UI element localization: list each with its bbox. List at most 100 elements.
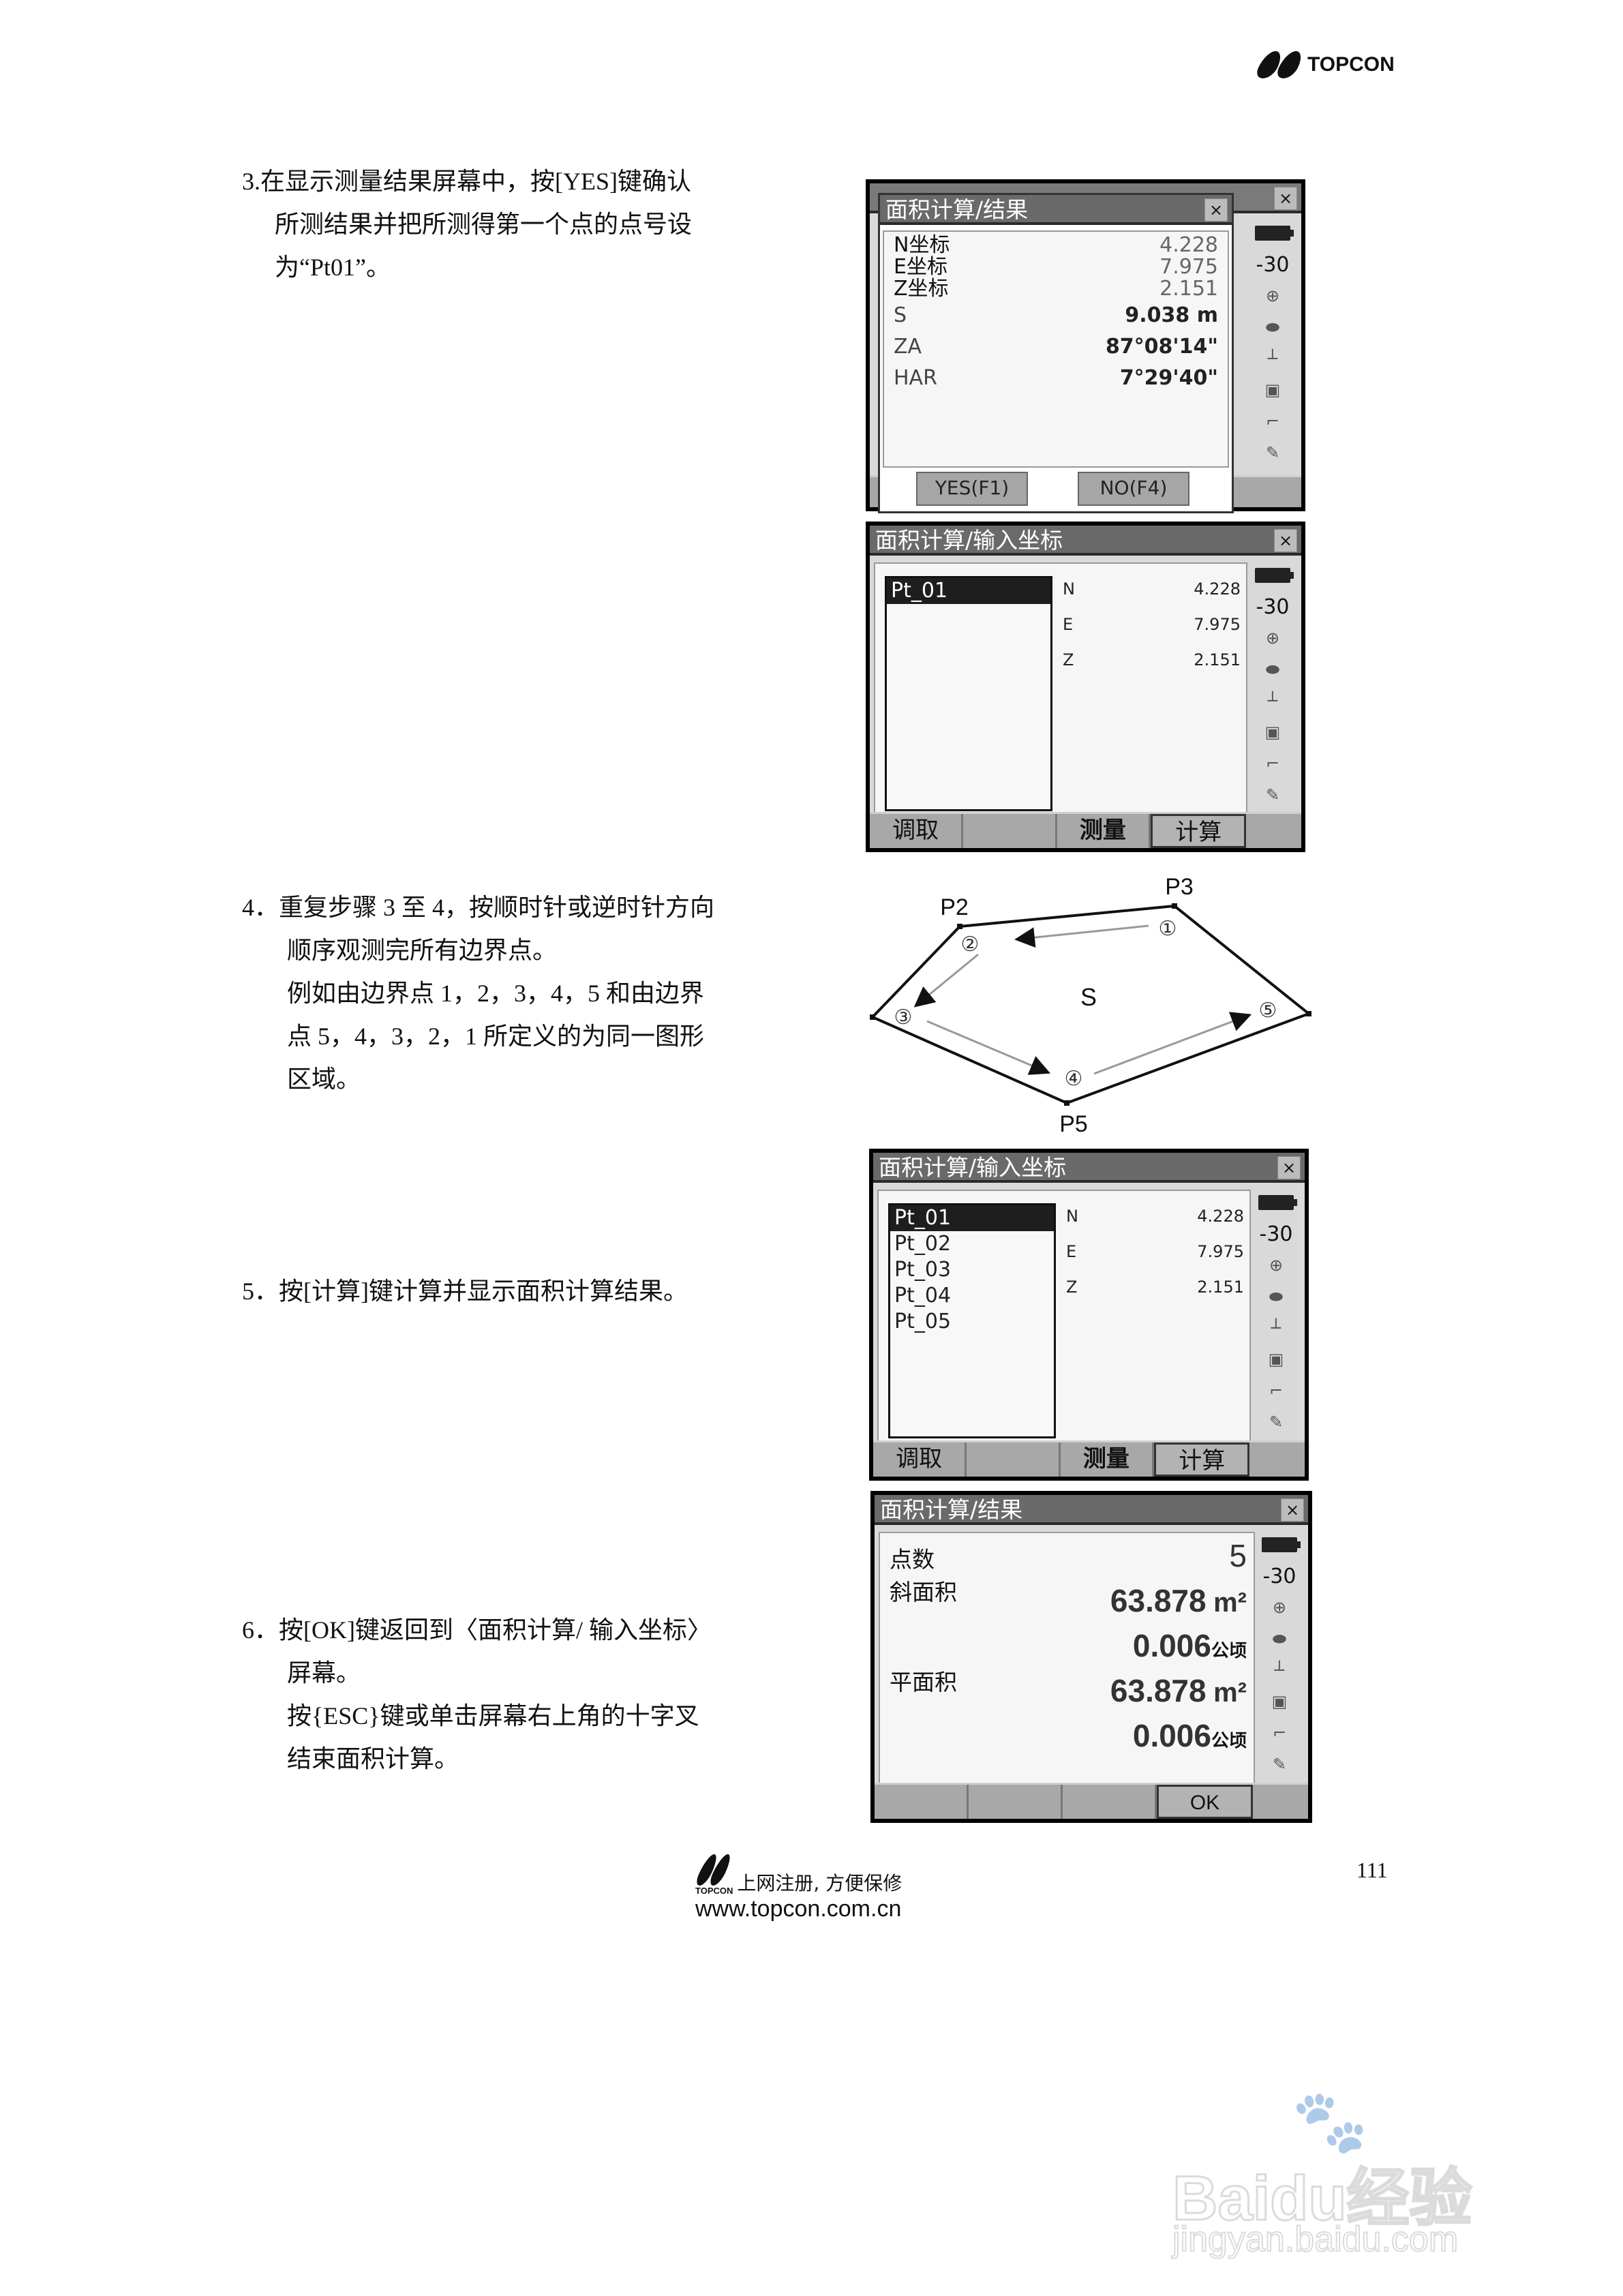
baidu-watermark: 🐾 Baidu经验 jingyan.baidu.com bbox=[1152, 2052, 1534, 2260]
list-item[interactable]: Pt_03 bbox=[894, 1258, 952, 1282]
softkey-empty[interactable] bbox=[1253, 1785, 1308, 1819]
plane-area-ha-row: 0.006公顷 bbox=[1132, 1718, 1247, 1753]
pen-icon[interactable]: ✎ bbox=[1269, 1413, 1284, 1432]
instrument-icon: ▣ bbox=[1264, 723, 1281, 742]
instrument-icon: ▣ bbox=[1264, 380, 1281, 399]
step-6-text: 6．按[OK]键返回到〈面积计算/ 输入坐标〉 屏幕。 按{ESC}键或单击屏幕… bbox=[242, 1616, 712, 1772]
measure-button[interactable]: 测量 bbox=[1061, 1442, 1155, 1477]
softkeys: 调取 测量 计算 bbox=[873, 1440, 1305, 1477]
base-close-button[interactable]: × bbox=[1274, 187, 1297, 210]
battery-icon bbox=[1262, 1537, 1301, 1552]
screen-area-result: 面积计算/结果 × 点数 5 斜面积 63.878 m² 0.006公顷 平面积… bbox=[870, 1491, 1312, 1823]
softkey-empty[interactable] bbox=[1063, 1785, 1157, 1819]
titlebar: 面积计算/结果 × bbox=[875, 1495, 1308, 1525]
measure-button[interactable]: 测量 bbox=[1057, 814, 1151, 848]
softkey-empty[interactable] bbox=[1249, 1442, 1305, 1477]
screen-title: 面积计算/输入坐标 bbox=[879, 1154, 1067, 1181]
dialog-close-button[interactable]: × bbox=[1204, 198, 1228, 222]
pen-icon[interactable]: ✎ bbox=[1265, 443, 1280, 462]
dialog-titlebar: 面积计算/结果 × bbox=[880, 195, 1232, 225]
prism-constant-icon: -30 bbox=[1262, 1564, 1296, 1588]
input-mode-icon: ⌐ bbox=[1272, 1723, 1287, 1742]
screen-input-coords-5: 面积计算/输入坐标 × Pt_01 Pt_02 Pt_03 Pt_04 Pt_0… bbox=[869, 1149, 1309, 1481]
calculate-button[interactable]: 计算 bbox=[1154, 1442, 1250, 1477]
no-button[interactable]: NO(F4) bbox=[1078, 472, 1189, 506]
softkey-empty[interactable] bbox=[969, 1785, 1063, 1819]
svg-text:③: ③ bbox=[894, 1006, 913, 1029]
yes-button[interactable]: YES(F1) bbox=[916, 472, 1028, 506]
label-p3: P3 bbox=[1165, 874, 1194, 900]
target-ellipse-icon: ⬬ bbox=[1265, 660, 1280, 679]
svg-text:①: ① bbox=[1159, 917, 1177, 941]
crosshair-icon: ⊕ bbox=[1265, 286, 1280, 305]
close-button[interactable]: × bbox=[1281, 1498, 1304, 1522]
slope-area-ha-row: 0.006公顷 bbox=[1132, 1628, 1247, 1663]
tilt-icon: ┴ bbox=[1271, 1318, 1281, 1338]
svg-text:②: ② bbox=[961, 933, 980, 956]
titlebar: 面积计算/输入坐标 × bbox=[870, 526, 1301, 556]
area-polygon-diagram: ① ② ③ ④ ⑤ P2 P3 P5 S bbox=[869, 866, 1319, 1138]
svg-text:④: ④ bbox=[1065, 1067, 1083, 1091]
list-item[interactable]: Pt_01 bbox=[890, 1205, 1054, 1231]
topcon-logo-icon bbox=[693, 1854, 734, 1886]
footer-logo: TOPCON 上网注册, 方便保修 www.topcon.com.cn bbox=[693, 1854, 941, 1943]
screen-title: 面积计算/结果 bbox=[880, 1496, 1023, 1523]
status-sidebar: -30 ⊕ ⬬ ┴ ▣ ⌐ ✎ bbox=[1250, 1188, 1302, 1436]
area-label: S bbox=[1080, 983, 1097, 1011]
step-4-text: 4．重复步骤 3 至 4，按顺时针或逆时针方向 顺序观测完所有边界点。 例如由边… bbox=[242, 894, 715, 1093]
input-mode-icon: ⌐ bbox=[1265, 754, 1280, 773]
titlebar: 面积计算/输入坐标 × bbox=[873, 1153, 1305, 1183]
label-p2: P2 bbox=[940, 894, 969, 920]
softkey-empty[interactable] bbox=[875, 1785, 969, 1819]
content-panel: 点数 5 斜面积 63.878 m² 0.006公顷 平面积 63.878 m²… bbox=[879, 1532, 1255, 1784]
softkey-empty[interactable] bbox=[963, 814, 1057, 848]
target-ellipse-icon: ⬬ bbox=[1265, 318, 1280, 337]
ok-button[interactable]: OK bbox=[1157, 1785, 1253, 1819]
battery-icon bbox=[1258, 1195, 1297, 1210]
close-button[interactable]: × bbox=[1274, 529, 1297, 552]
prism-constant-icon: -30 bbox=[1259, 1222, 1293, 1246]
step-5-text: 5．按[计算]键计算并显示面积计算结果。 bbox=[242, 1278, 688, 1305]
footer-url[interactable]: www.topcon.com.cn bbox=[695, 1896, 902, 1922]
close-button[interactable]: × bbox=[1277, 1156, 1301, 1179]
recall-button[interactable]: 调取 bbox=[873, 1442, 967, 1477]
list-item[interactable]: Pt_02 bbox=[894, 1232, 952, 1256]
list-item[interactable]: Pt_05 bbox=[894, 1310, 952, 1333]
target-ellipse-icon: ⬬ bbox=[1269, 1287, 1284, 1306]
crosshair-icon: ⊕ bbox=[1272, 1598, 1287, 1617]
tilt-icon: ┴ bbox=[1274, 1661, 1285, 1680]
crosshair-icon: ⊕ bbox=[1265, 629, 1280, 648]
point-list[interactable]: Pt_01 bbox=[885, 576, 1052, 811]
status-sidebar: -30 ⊕ ⬬ ┴ ▣ ⌐ ✎ bbox=[1247, 219, 1299, 467]
status-sidebar: -30 ⊕ ⬬ ┴ ▣ ⌐ ✎ bbox=[1254, 1530, 1305, 1779]
calculate-button[interactable]: 计算 bbox=[1151, 814, 1247, 848]
pen-icon[interactable]: ✎ bbox=[1272, 1755, 1287, 1774]
list-item[interactable]: Pt_04 bbox=[894, 1284, 952, 1308]
recall-button[interactable]: 调取 bbox=[870, 814, 964, 848]
list-item[interactable]: Pt_01 bbox=[887, 578, 1050, 604]
topcon-header-logo: TOPCON bbox=[1253, 48, 1399, 82]
pen-icon[interactable]: ✎ bbox=[1265, 785, 1280, 804]
softkey-empty[interactable] bbox=[1246, 814, 1301, 848]
dialog-title: 面积计算/结果 bbox=[885, 196, 1029, 223]
paw-icon: 🐾 bbox=[1292, 2089, 1369, 2156]
softkey-empty[interactable] bbox=[967, 1442, 1061, 1477]
step-3-text: 3.在显示测量结果屏幕中，按[YES]键确认 所测结果并把所测得第一个点的点号设… bbox=[242, 168, 693, 281]
point-list[interactable]: Pt_01 Pt_02 Pt_03 Pt_04 Pt_05 bbox=[888, 1203, 1056, 1438]
prism-constant-icon: -30 bbox=[1256, 252, 1290, 277]
battery-icon bbox=[1255, 226, 1294, 241]
